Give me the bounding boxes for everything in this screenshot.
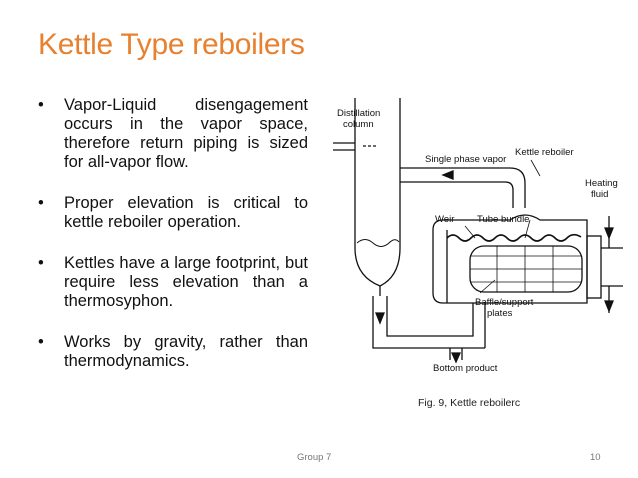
label-distillation: Distillation xyxy=(337,108,380,119)
bullet-text: Works by gravity, rather than thermodyna… xyxy=(64,333,308,370)
bullet-dot: • xyxy=(38,96,44,114)
label-heating: Heating xyxy=(585,178,618,189)
figure-caption: Fig. 9, Kettle reboilerc xyxy=(418,397,521,409)
flow-arrow xyxy=(441,170,454,180)
flow-arrow xyxy=(604,300,614,313)
label-column: column xyxy=(343,119,374,130)
bullet-dot: • xyxy=(38,254,44,272)
bullet-dot: • xyxy=(38,194,44,212)
flow-arrow xyxy=(450,352,462,364)
slide-title: Kettle Type reboilers xyxy=(38,28,305,61)
bullet-text: Vapor-Liquid disengagement occurs in the… xyxy=(64,96,308,171)
bullet-item: • Works by gravity, rather than thermody… xyxy=(38,333,308,371)
heating-fluid-pipe xyxy=(601,216,623,313)
bullet-text: Proper elevation is critical to kettle r… xyxy=(64,194,308,231)
bullet-item: • Proper elevation is critical to kettle… xyxy=(38,194,308,232)
column-liquid-surface xyxy=(356,239,400,247)
bullet-item: • Vapor-Liquid disengagement occurs in th… xyxy=(38,96,308,172)
label-baffle: Baffle/support xyxy=(475,297,534,308)
label-weir: Weir xyxy=(435,214,454,225)
label-kettle-reboiler: Kettle reboiler xyxy=(515,147,574,158)
footer-text: Group 7 xyxy=(297,452,332,463)
bullet-list: • Vapor-Liquid disengagement occurs in th… xyxy=(38,96,308,393)
kettle-liquid-surface xyxy=(446,233,582,242)
page-number: 10 xyxy=(590,452,601,463)
kettle-reboiler-diagram: Distillation column Single phase vapor K… xyxy=(333,98,623,373)
label-tube-bundle: Tube bundle xyxy=(477,214,529,225)
label-single-phase-vapor: Single phase vapor xyxy=(425,154,506,165)
vapor-return-pipe xyxy=(400,167,526,208)
label-plates: plates xyxy=(487,308,513,319)
label-fluid: fluid xyxy=(591,189,608,200)
channel-head xyxy=(586,235,602,299)
column-shell xyxy=(354,98,401,296)
bullet-dot: • xyxy=(38,333,44,351)
flow-arrow xyxy=(375,312,385,325)
flow-arrow xyxy=(604,227,614,240)
bullet-text: Kettles have a large footprint, but requ… xyxy=(64,254,308,310)
label-bottom-product: Bottom product xyxy=(433,363,498,373)
kettle-shell xyxy=(432,214,588,304)
bullet-item: • Kettles have a large footprint, but req… xyxy=(38,254,308,311)
bottom-product-pipe xyxy=(449,348,463,360)
liquid-feed-pipe xyxy=(372,296,486,349)
